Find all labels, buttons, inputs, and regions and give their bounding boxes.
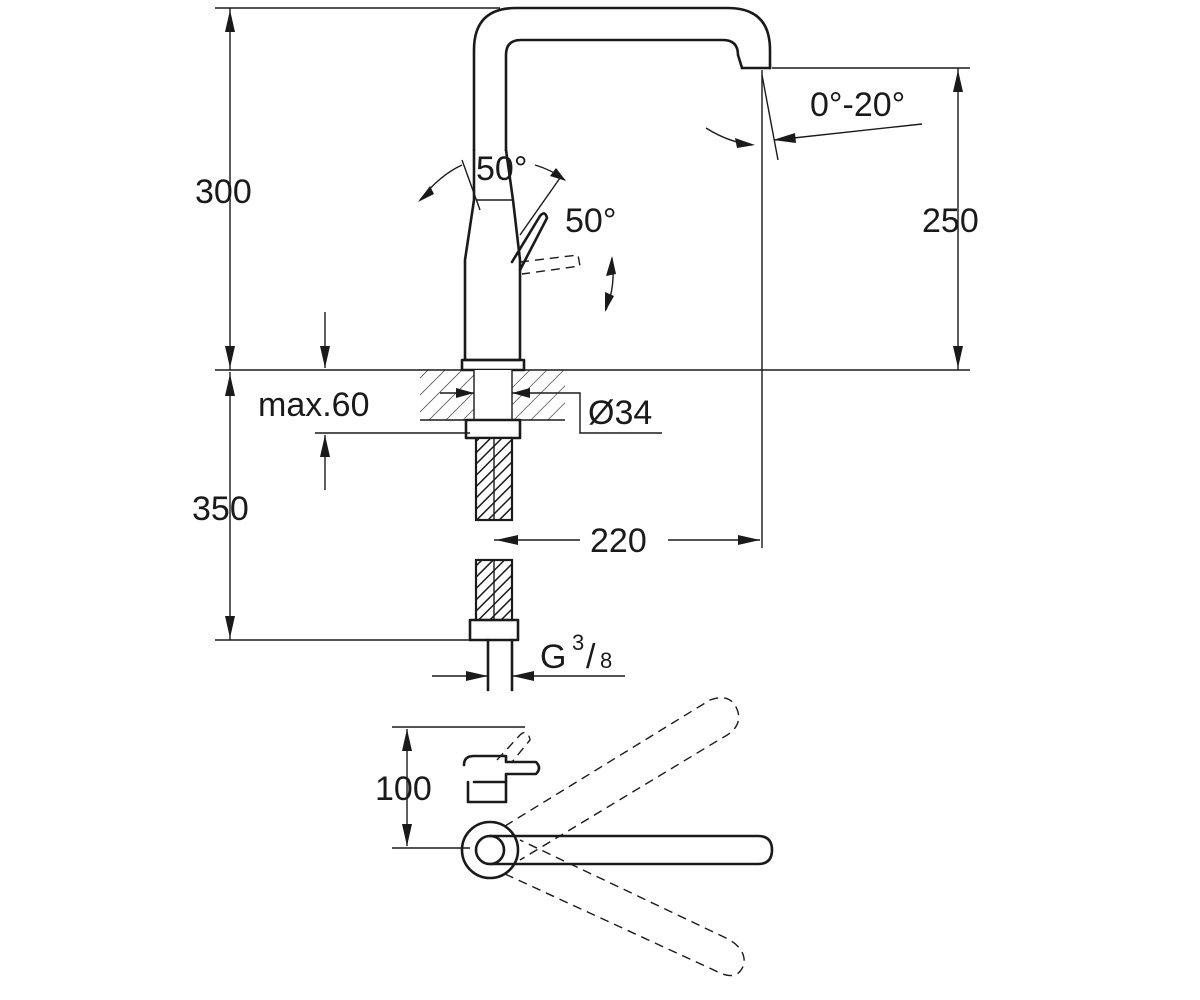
dimension-hose-350: 350 [192, 372, 470, 641]
dimension-height-300: 300 [195, 7, 500, 370]
mounting-assembly [464, 418, 522, 692]
dimension-reach-220: 220 [494, 522, 760, 560]
label-thread-g: G [540, 638, 566, 676]
label-thread-slash: / [586, 638, 596, 676]
label-spout-tilt: 0°-20° [810, 86, 905, 124]
handle-angle-indicators: 50° 50° [418, 150, 616, 312]
label-350: 350 [192, 490, 249, 528]
label-hole-diameter: Ø34 [588, 394, 652, 432]
label-handle-angle-1: 50° [476, 150, 527, 188]
dimension-spout-250: 250 [772, 67, 979, 370]
thread-size-indicator: G 3 / 8 [432, 630, 625, 681]
label-max-60: max.60 [258, 386, 370, 424]
label-handle-angle-2: 50° [565, 202, 616, 240]
label-250: 250 [922, 202, 979, 240]
deck-section: Ø34 [420, 370, 662, 434]
dimension-max-deck-thickness: max.60 [258, 312, 470, 490]
label-thread-denominator: 8 [600, 648, 612, 673]
faucet-side-view [460, 6, 772, 372]
label-300: 300 [195, 173, 252, 211]
spout-tilt-indicator: 0°-20° [705, 70, 923, 548]
label-220: 220 [590, 522, 647, 560]
label-thread-numerator: 3 [572, 630, 584, 655]
label-100: 100 [375, 770, 432, 808]
faucet-top-view: 100 [375, 697, 774, 977]
